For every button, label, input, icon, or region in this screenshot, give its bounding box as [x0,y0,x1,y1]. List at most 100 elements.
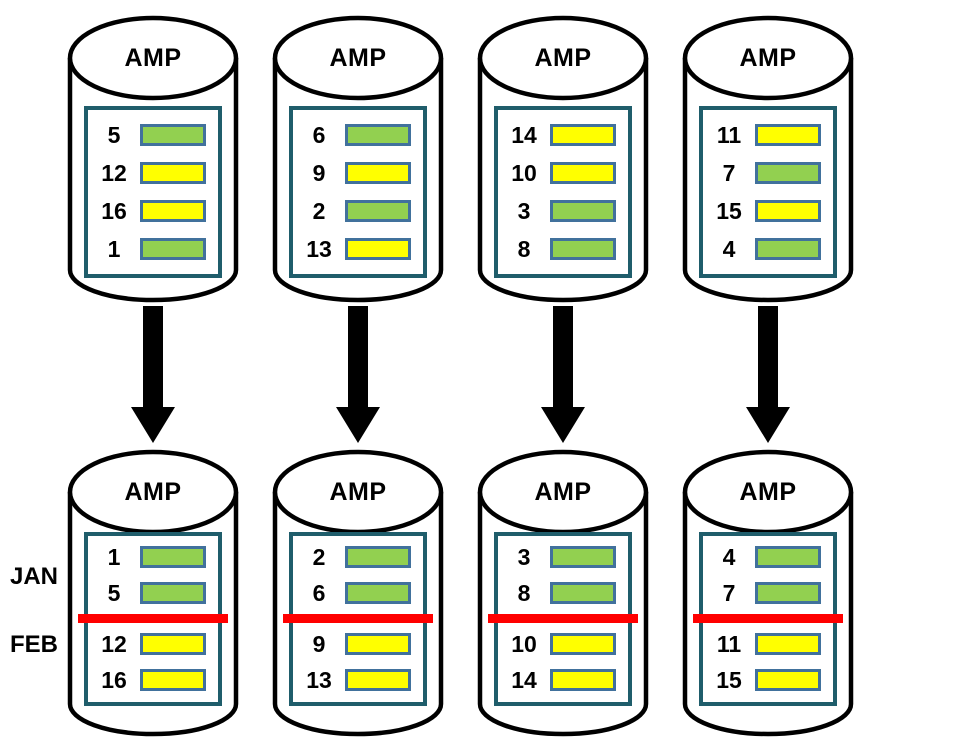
row-bar [755,669,821,691]
row-id: 10 [511,160,537,186]
row-bar [550,124,616,146]
arrow-shaft [348,306,368,408]
arrow-head [131,407,175,443]
row-id: 13 [306,236,332,262]
record-row: 11 [703,122,833,148]
row-bar [755,238,821,260]
arrow-head [541,407,585,443]
arrow-head [746,407,790,443]
record-row: 6 [293,122,423,148]
record-box: 6 9 2 13 [289,106,427,278]
row-id: 5 [107,580,121,606]
jan-record-row: 7 [703,580,833,606]
row-bar [755,200,821,222]
row-bar [550,633,616,655]
amp-title: AMP [329,478,387,506]
down-arrow-3 [541,306,585,444]
row-id: 9 [312,160,326,186]
row-bar [140,238,206,260]
record-row: 15 [703,198,833,224]
feb-record-row: 15 [703,667,833,693]
amp-title: AMP [739,478,797,506]
row-bar [345,200,411,222]
down-arrow-1 [131,306,175,444]
feb-record-row: 13 [293,667,423,693]
row-id: 15 [716,667,742,693]
jan-record-row: 5 [88,580,218,606]
record-row: 3 [498,198,628,224]
down-arrow-4 [746,306,790,444]
row-bar [755,633,821,655]
record-box: 11 7 15 4 [699,106,837,278]
arrow-shaft [553,306,573,408]
record-row: 7 [703,160,833,186]
top-amp-cylinder-4: AMP 11 7 15 4 [681,12,855,304]
row-id: 3 [517,544,531,570]
jan-record-row: 6 [293,580,423,606]
row-bar [140,582,206,604]
row-id: 8 [517,236,531,262]
record-row: 9 [293,160,423,186]
row-bar [345,124,411,146]
amp-title: AMP [534,44,592,72]
row-id: 7 [722,160,736,186]
partitioned-record-box: 4 7 11 15 [693,532,843,706]
partitioned-record-box: 1 5 12 16 [78,532,228,706]
amp-title: AMP [124,478,182,506]
record-box: 5 12 16 1 [84,106,222,278]
row-bar [345,582,411,604]
partition-label-feb: FEB [10,631,58,658]
feb-record-row: 12 [88,631,218,657]
row-bar [550,200,616,222]
bottom-amp-cylinder-1: AMP 1 5 12 16 [66,446,240,738]
row-id: 6 [312,580,326,606]
row-bar [755,162,821,184]
row-bar [140,162,206,184]
partition-divider-line [283,614,433,623]
partition-divider-line [488,614,638,623]
row-bar [755,124,821,146]
feb-record-row: 11 [703,631,833,657]
row-id: 10 [511,631,537,657]
jan-record-row: 3 [498,544,628,570]
row-id: 4 [722,236,736,262]
record-row: 1 [88,236,218,262]
bottom-amp-cylinder-4: AMP 4 7 11 15 [681,446,855,738]
record-box: 14 10 3 8 [494,106,632,278]
feb-record-row: 14 [498,667,628,693]
row-id: 16 [101,198,127,224]
row-id: 2 [312,544,326,570]
row-id: 4 [722,544,736,570]
record-row: 2 [293,198,423,224]
row-id: 16 [101,667,127,693]
row-id: 14 [511,667,537,693]
partition-label-jan: JAN [10,563,59,590]
row-id: 14 [511,122,537,148]
amp-title: AMP [329,44,387,72]
row-bar [140,200,206,222]
jan-record-row: 2 [293,544,423,570]
row-bar [140,669,206,691]
row-bar [345,238,411,260]
row-id: 7 [722,580,736,606]
row-id: 12 [101,631,127,657]
amp-title: AMP [534,478,592,506]
record-row: 14 [498,122,628,148]
row-bar [550,238,616,260]
arrow-shaft [143,306,163,408]
row-id: 3 [517,198,531,224]
row-bar [345,162,411,184]
partitioned-record-box: 3 8 10 14 [488,532,638,706]
jan-record-row: 1 [88,544,218,570]
row-bar [140,546,206,568]
bottom-amp-cylinder-3: AMP 3 8 10 14 [476,446,650,738]
row-bar [140,124,206,146]
top-amp-cylinder-3: AMP 14 10 3 8 [476,12,650,304]
row-bar [755,582,821,604]
partitioned-record-box: 2 6 9 13 [283,532,433,706]
amp-title: AMP [124,44,182,72]
arrow-head [336,407,380,443]
record-row: 4 [703,236,833,262]
record-row: 16 [88,198,218,224]
record-row: 8 [498,236,628,262]
